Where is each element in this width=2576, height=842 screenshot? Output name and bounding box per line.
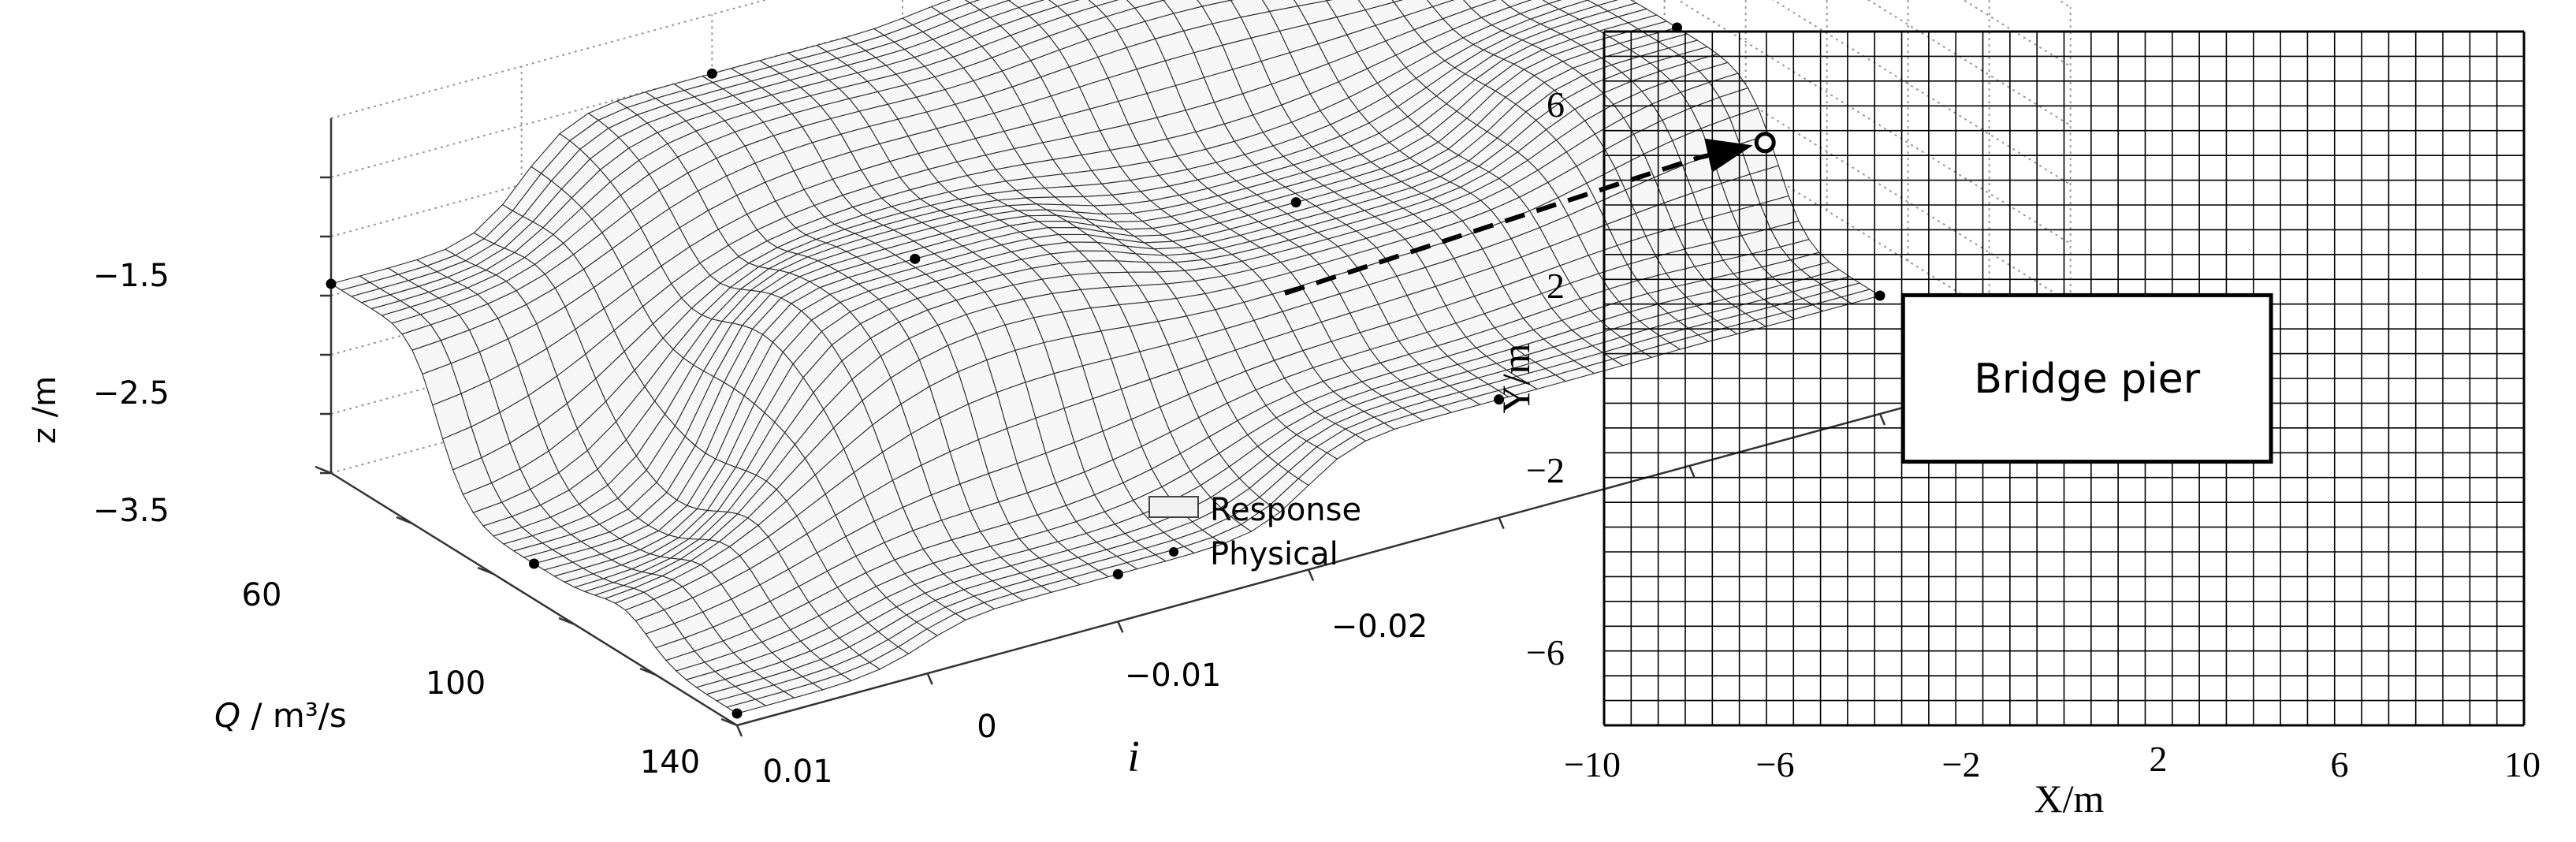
legend: Response Physical: [1148, 492, 1361, 572]
side-wall-gridline: [1962, 0, 2072, 68]
i-tick: [1307, 569, 1315, 581]
i-tick: [1498, 517, 1505, 530]
z-tick-label: −2.5: [93, 375, 169, 412]
physical-point: [1874, 290, 1885, 301]
x-tick-label: −2: [1942, 744, 1981, 784]
q-tick: [315, 465, 332, 475]
side-wall-gridline: [1664, 50, 2072, 304]
z-tick-label: −1.5: [93, 258, 169, 294]
x-tick-label: 6: [2331, 744, 2349, 784]
x-tick-label: −10: [1564, 744, 1621, 784]
i-tick: [1117, 620, 1124, 633]
i-tick-label: 0.01: [762, 754, 832, 790]
response-surface: [329, 0, 1882, 714]
i-tick: [1878, 413, 1886, 426]
y-axis-label: Y/m: [1494, 343, 1538, 413]
legend-physical-marker: [1169, 547, 1178, 557]
physical-point: [529, 558, 539, 569]
x-axis-label: X/m: [2034, 777, 2105, 821]
legend-response-label: Response: [1210, 492, 1361, 528]
q-tick-label: 140: [640, 744, 700, 781]
side-wall-gridline: [1677, 0, 2072, 245]
i-tick-label: 0: [977, 709, 996, 745]
arrowhead: [1704, 138, 1753, 173]
connector-arrow: [1284, 155, 1699, 296]
side-wall-gridline: [1771, 0, 2072, 186]
i-axis-line: [736, 360, 2071, 727]
i-tick: [1688, 465, 1696, 478]
y-tick-label: 6: [1547, 84, 1565, 125]
i-tick: [735, 725, 743, 737]
x-tick-label: 10: [2504, 744, 2541, 784]
probe-marker: [1698, 132, 1776, 173]
q-tick: [639, 667, 657, 676]
legend-response-swatch: [1148, 496, 1199, 518]
physical-point: [326, 278, 337, 289]
side-wall-gridline: [2057, 0, 2072, 9]
bridge-pier-label: Bridge pier: [1974, 356, 2200, 403]
q-tick-label: 100: [426, 665, 486, 702]
y-tick-label: 2: [1547, 266, 1565, 306]
legend-physical-label: Physical: [1210, 536, 1338, 572]
z-axis-label: z /m: [27, 376, 63, 444]
probe-point-marker: [1754, 132, 1776, 154]
physical-point: [1672, 22, 1682, 33]
side-wall-gridline: [1867, 0, 2072, 127]
y-tick-label: −6: [1526, 632, 1565, 672]
physical-point: [1494, 394, 1505, 405]
physical-point: [706, 68, 717, 79]
physical-point: [1290, 197, 1301, 208]
physical-point: [910, 253, 921, 264]
q-tick: [396, 516, 413, 525]
i-axis-label: i: [1127, 732, 1140, 781]
y-tick-label: −2: [1526, 450, 1565, 490]
q-tick-label: 60: [242, 577, 282, 613]
q-tick: [477, 566, 494, 576]
bridge-pier-box: [1900, 292, 2273, 464]
physical-point: [1112, 568, 1123, 579]
i-tick-label: −0.01: [1125, 658, 1222, 694]
x-tick-label: 2: [2150, 739, 2168, 779]
physical-point: [731, 708, 743, 719]
i-tick: [926, 672, 933, 685]
i-tick-label: −0.02: [1331, 609, 1428, 645]
q-axis-label: Q / m³/s: [214, 696, 347, 735]
q-tick: [558, 617, 575, 626]
mesh-plan: Bridge pier 6 2 −2 −6 Y/m −10 −6 −2 2 6 …: [1494, 30, 2541, 821]
physical-points: [326, 22, 1885, 719]
bridge-pier: Bridge pier: [1900, 292, 2273, 464]
q-tick: [720, 717, 738, 727]
q-axis-line: [330, 471, 738, 727]
arrow-shaft: [1698, 153, 1709, 160]
z-tick-label: −3.5: [93, 493, 169, 529]
plot-box: [315, 0, 2076, 737]
x-tick-label: −6: [1756, 744, 1795, 784]
surface-plot: z /m −1.5 −2.5 −3.5 60 100 140 Q / m³/s …: [27, 0, 2076, 790]
